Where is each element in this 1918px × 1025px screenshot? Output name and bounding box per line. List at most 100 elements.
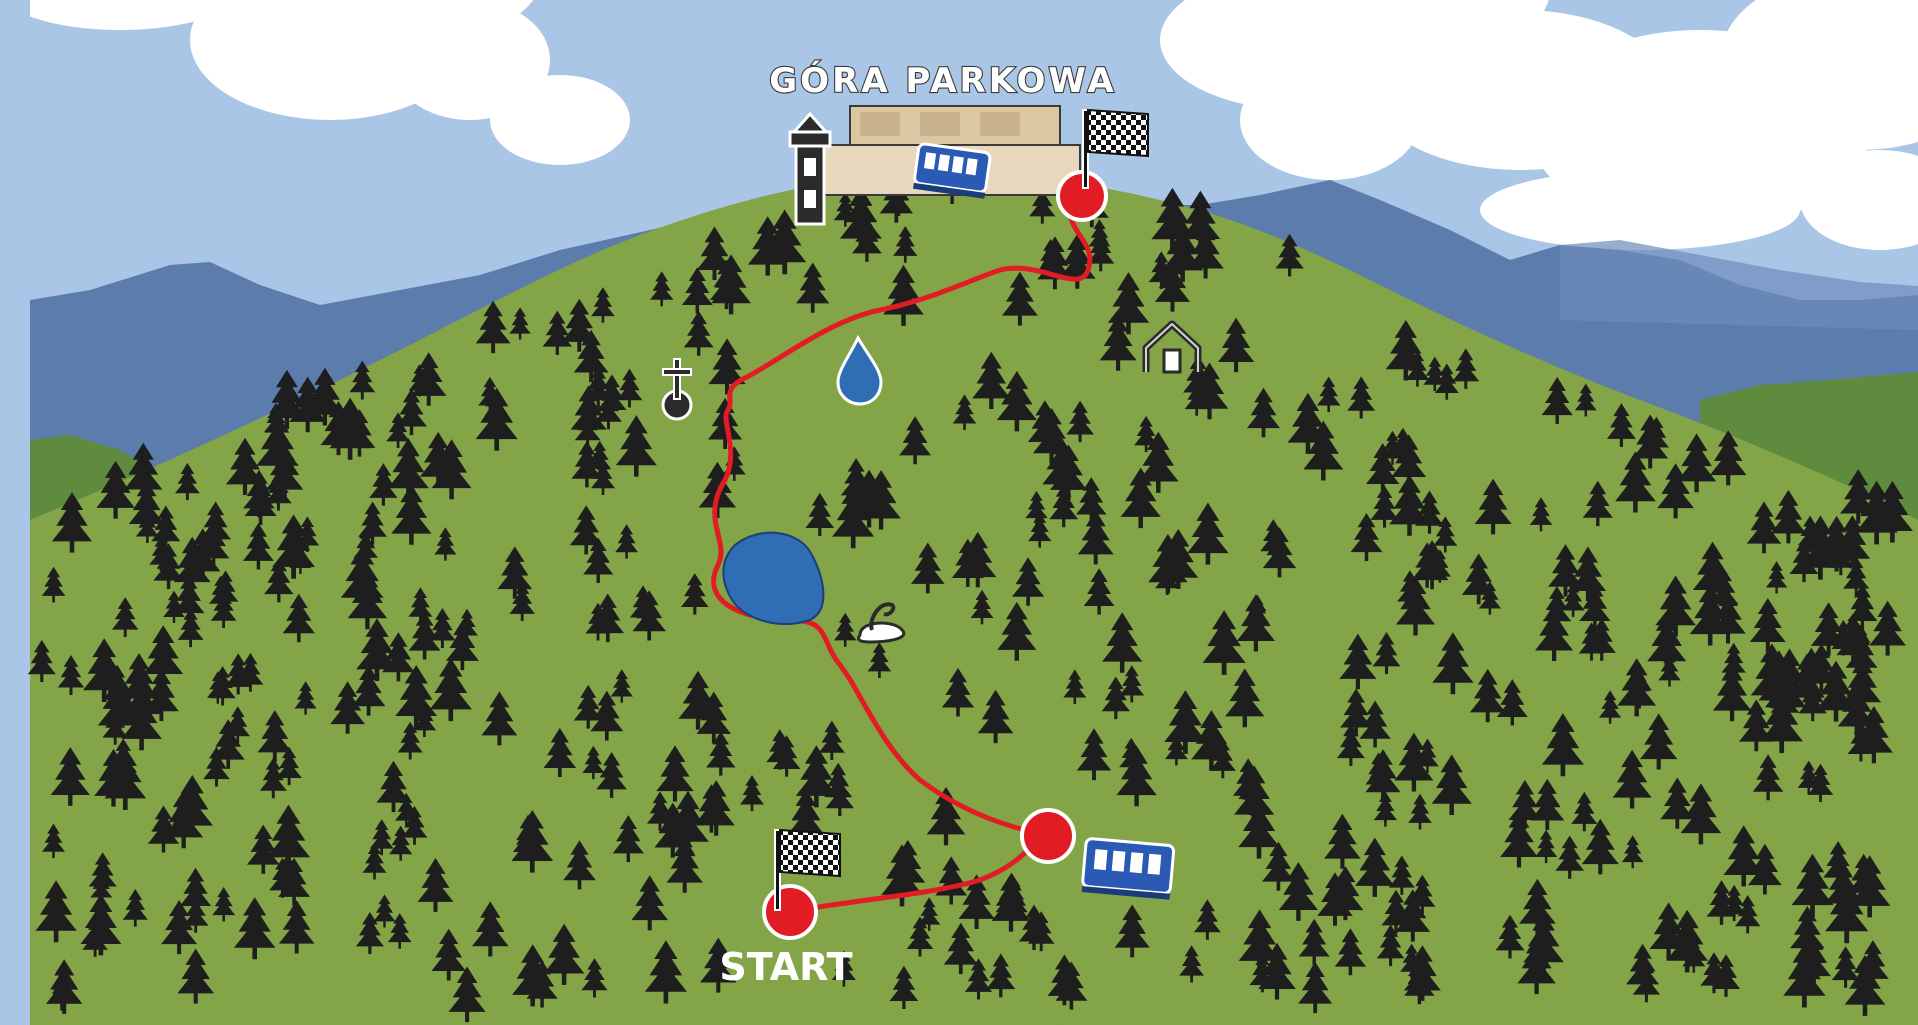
tree xyxy=(739,775,765,812)
pond-icon[interactable] xyxy=(722,531,825,625)
tree xyxy=(542,310,573,355)
tree xyxy=(1574,383,1597,417)
tree xyxy=(656,745,694,802)
tree xyxy=(1535,603,1574,662)
lookout-tower-icon xyxy=(788,111,832,226)
tree xyxy=(128,480,165,534)
tree xyxy=(706,731,736,776)
tree xyxy=(1847,853,1880,902)
cross-monument-icon[interactable] xyxy=(661,358,693,421)
tree xyxy=(330,681,366,734)
tree xyxy=(394,792,418,827)
tree xyxy=(590,458,616,495)
tree xyxy=(1541,376,1573,424)
tree xyxy=(295,516,320,553)
tree xyxy=(1011,557,1045,606)
tree xyxy=(1324,813,1361,869)
tree xyxy=(1179,945,1205,983)
tree xyxy=(246,824,280,874)
tree xyxy=(1076,477,1107,523)
tree xyxy=(1469,668,1506,723)
tree xyxy=(1119,737,1144,774)
funicular-car-icon-bottom[interactable] xyxy=(1081,837,1176,900)
tree xyxy=(429,657,472,722)
tree xyxy=(46,959,83,1014)
tree xyxy=(883,264,924,326)
tree xyxy=(1370,485,1399,528)
tree xyxy=(1236,594,1275,652)
tree xyxy=(173,574,205,622)
tree xyxy=(1365,752,1392,792)
tree xyxy=(1666,909,1709,973)
tree xyxy=(401,805,428,845)
tree xyxy=(1617,658,1657,717)
tree xyxy=(681,267,713,314)
tree xyxy=(795,262,830,313)
tree xyxy=(278,900,315,954)
tree xyxy=(1655,575,1696,637)
tree xyxy=(1182,355,1214,401)
tree xyxy=(831,950,856,987)
tree xyxy=(121,689,162,751)
tree xyxy=(1278,862,1319,921)
tree xyxy=(1529,497,1553,532)
tree xyxy=(1676,433,1717,493)
tree xyxy=(1083,568,1115,615)
tree xyxy=(1116,745,1157,807)
tree xyxy=(1028,512,1052,548)
tree xyxy=(200,501,232,548)
funicular-car-icon-top[interactable] xyxy=(913,142,992,199)
tree xyxy=(27,639,56,683)
shelter-icon[interactable] xyxy=(1142,320,1202,374)
tree xyxy=(1581,818,1619,875)
tree xyxy=(1411,542,1443,588)
tree xyxy=(289,376,327,433)
tree xyxy=(747,216,788,276)
tree xyxy=(1262,841,1295,891)
tree xyxy=(1239,779,1265,817)
tree xyxy=(1606,403,1636,447)
tree xyxy=(243,469,275,518)
tree xyxy=(1621,835,1644,869)
tree xyxy=(1120,467,1161,529)
tree xyxy=(1847,584,1878,630)
tree xyxy=(1452,348,1480,389)
tree xyxy=(224,653,252,695)
tree xyxy=(143,668,179,721)
tree xyxy=(943,922,978,975)
tree xyxy=(347,569,388,630)
tree xyxy=(977,689,1014,744)
tree xyxy=(1734,895,1761,934)
tree xyxy=(434,527,457,561)
tree xyxy=(1478,581,1502,615)
tree xyxy=(1391,434,1427,487)
water-drop-icon[interactable] xyxy=(836,334,883,406)
forest xyxy=(27,158,1913,1023)
tree xyxy=(373,894,396,928)
tree xyxy=(964,958,993,1000)
tree xyxy=(111,597,139,638)
tree xyxy=(1114,904,1150,958)
tree xyxy=(1025,490,1048,525)
tree xyxy=(265,443,304,501)
tree xyxy=(1238,796,1280,859)
tree xyxy=(650,271,674,307)
start-flag-icon[interactable] xyxy=(774,828,841,911)
tree xyxy=(177,608,204,648)
tree xyxy=(481,691,518,746)
tree xyxy=(1161,219,1204,282)
finish-flag-icon[interactable] xyxy=(1082,108,1149,189)
tree xyxy=(887,181,911,216)
tree xyxy=(431,928,466,981)
tree xyxy=(563,840,596,890)
tree xyxy=(1680,783,1722,845)
tree xyxy=(294,681,317,715)
tree xyxy=(573,684,603,729)
tree xyxy=(584,366,613,408)
tree xyxy=(177,948,215,1004)
tree xyxy=(1372,632,1401,675)
route-node-station[interactable] xyxy=(1020,808,1076,864)
tree xyxy=(51,492,93,553)
route-node-start[interactable] xyxy=(762,884,818,940)
tree xyxy=(1723,825,1765,887)
